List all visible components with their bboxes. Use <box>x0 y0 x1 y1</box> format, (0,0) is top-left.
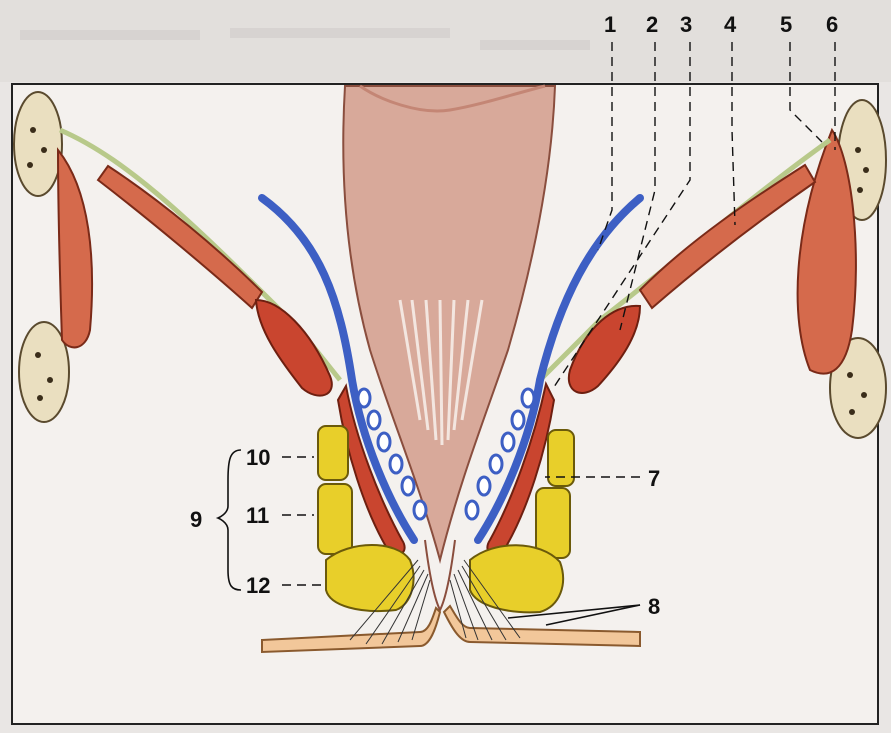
label-10: 10 <box>246 445 270 470</box>
label-5: 5 <box>780 12 792 37</box>
label-8: 8 <box>648 594 660 619</box>
label-11: 11 <box>246 503 269 528</box>
label-9: 9 <box>190 507 202 532</box>
label-1: 1 <box>604 12 616 37</box>
label-4: 4 <box>724 12 737 37</box>
label-12: 12 <box>246 573 270 598</box>
label-3: 3 <box>680 12 692 37</box>
left-bone-upper <box>14 92 62 196</box>
label-2: 2 <box>646 12 658 37</box>
label-7: 7 <box>648 466 660 491</box>
label-6: 6 <box>826 12 838 37</box>
